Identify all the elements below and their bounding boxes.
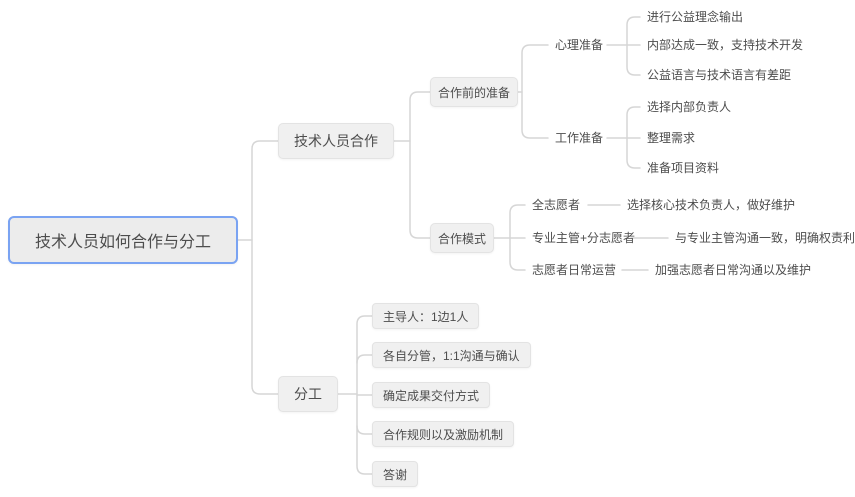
node-mental-preparation[interactable]: 心理准备 (555, 38, 604, 52)
leaf-organize-requirements[interactable]: 整理需求 (647, 131, 696, 145)
node-volunteer-daily-ops[interactable]: 志愿者日常运营 (532, 263, 617, 277)
node-root[interactable]: 技术人员如何合作与分工 (8, 216, 239, 264)
node-leader-one-per-side[interactable]: 主导人：1边1人 (372, 303, 480, 329)
node-deliverable-method[interactable]: 确定成果交付方式 (372, 382, 491, 408)
node-acknowledgement[interactable]: 答谢 (372, 461, 419, 487)
leaf-prepare-project-materials[interactable]: 准备项目资料 (647, 161, 720, 175)
node-prep-before-cooperation[interactable]: 合作前的准备 (430, 77, 519, 107)
leaf-choose-core-tech-owner[interactable]: 选择核心技术负责人，做好维护 (627, 198, 796, 212)
node-one-on-one-communication[interactable]: 各自分管，1:1沟通与确认 (372, 342, 531, 368)
leaf-align-with-pro-lead[interactable]: 与专业主管沟通一致，明确权责利 (675, 231, 855, 245)
node-work-preparation[interactable]: 工作准备 (555, 131, 604, 145)
node-pro-lead-plus-volunteers[interactable]: 专业主管+分志愿者 (532, 231, 636, 245)
node-tech-cooperation[interactable]: 技术人员合作 (278, 123, 394, 159)
leaf-internal-agreement[interactable]: 内部达成一致，支持技术开发 (647, 38, 804, 52)
leaf-strengthen-daily-communication[interactable]: 加强志愿者日常沟通以及维护 (655, 263, 812, 277)
node-cooperation-mode[interactable]: 合作模式 (430, 223, 495, 253)
node-all-volunteers[interactable]: 全志愿者 (532, 198, 581, 212)
leaf-choose-internal-owner[interactable]: 选择内部负责人 (647, 100, 732, 114)
node-division-of-labor[interactable]: 分工 (278, 376, 338, 412)
leaf-language-gap[interactable]: 公益语言与技术语言有差距 (647, 68, 792, 82)
leaf-idea-output[interactable]: 进行公益理念输出 (647, 10, 744, 24)
node-rules-and-incentives[interactable]: 合作规则以及激励机制 (372, 421, 515, 447)
